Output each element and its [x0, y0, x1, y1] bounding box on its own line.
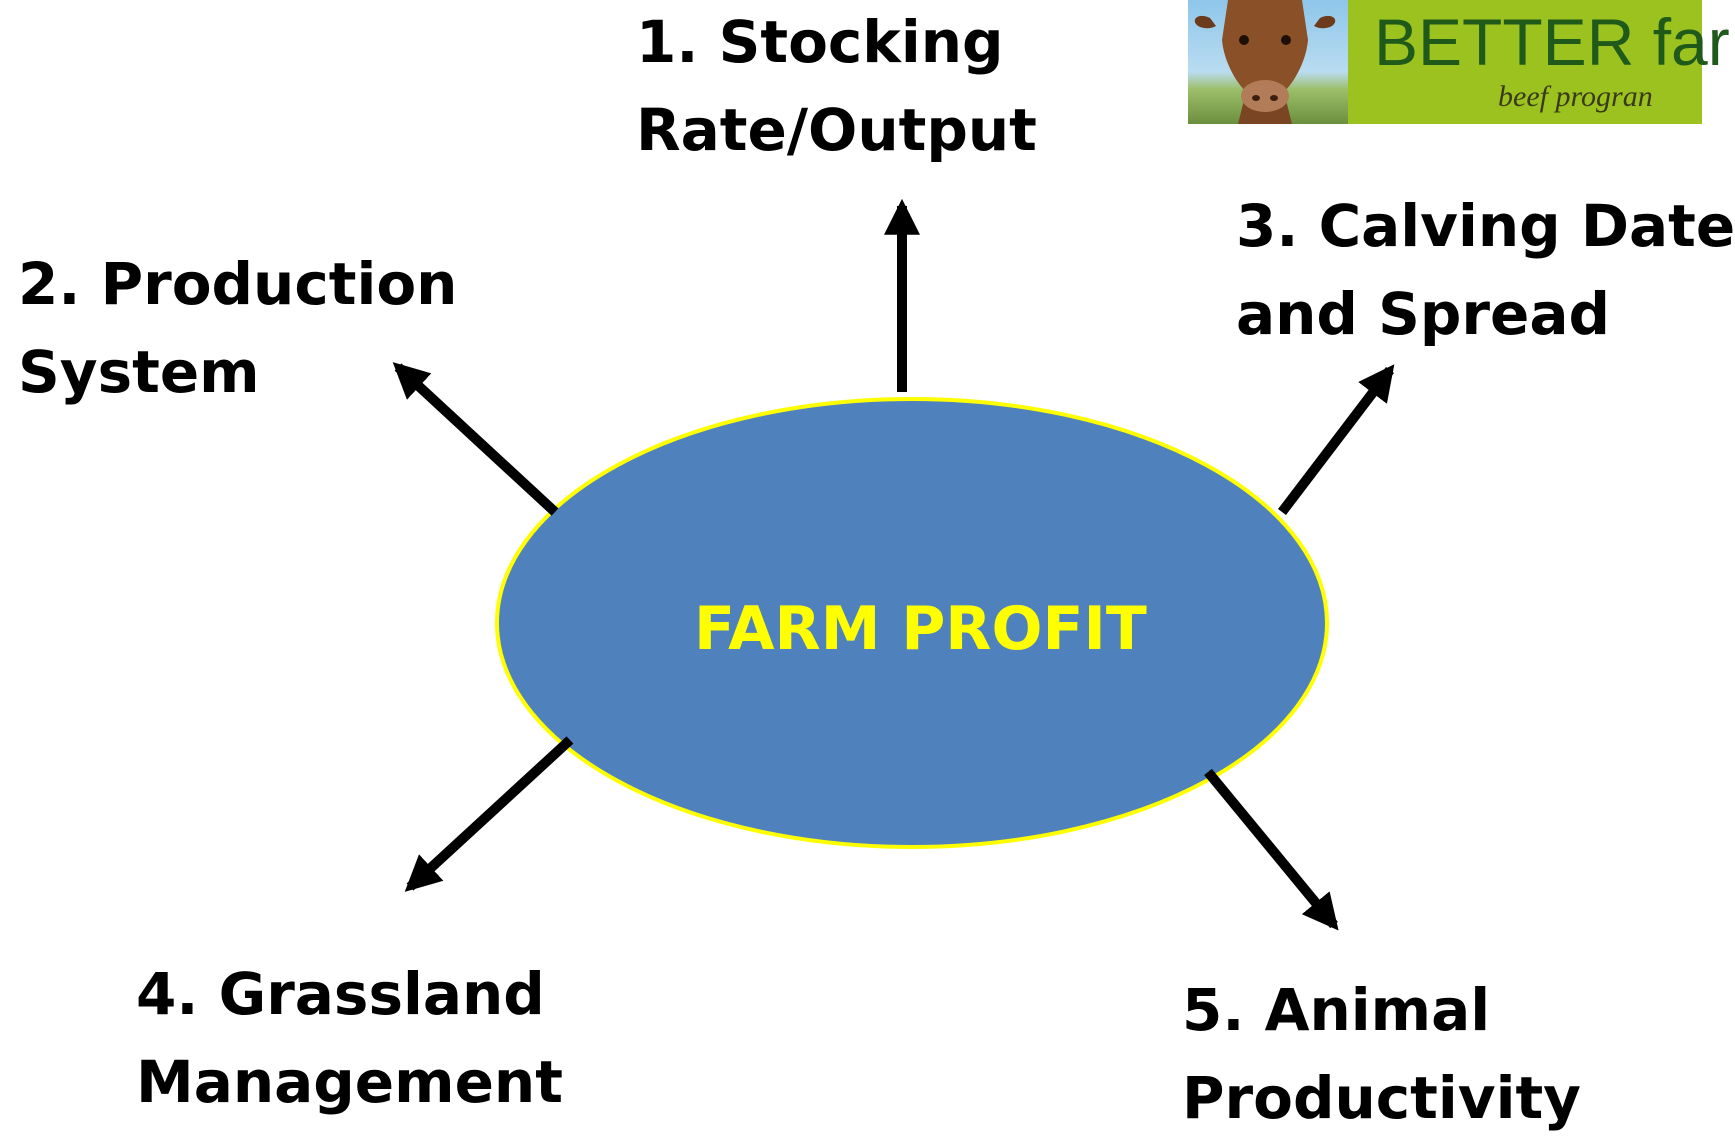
- arrow-production-system: [392, 362, 559, 516]
- arrow-animal-productivity: [1204, 768, 1339, 931]
- factor-stocking-rate: 1. Stocking Rate/Output: [636, 0, 1037, 174]
- factor-3-line-2: and Spread: [1236, 280, 1611, 348]
- factor-4-line-1: 4. Grassland: [136, 960, 545, 1028]
- factor-1-line-1: 1. Stocking: [636, 8, 1004, 76]
- farm-profit-label: FARM PROFIT: [694, 594, 1147, 664]
- cow-photo-icon: [1188, 0, 1348, 124]
- logo-wordmark: BETTER far: [1374, 5, 1730, 79]
- factor-calving-date: 3. Calving Date and Spread: [1236, 182, 1735, 358]
- factor-2-line-2: System: [18, 338, 260, 406]
- factor-5-line-2: Productivity: [1182, 1064, 1581, 1132]
- factor-5-line-1: 5. Animal: [1182, 976, 1491, 1044]
- factor-2-line-1: 2. Production: [18, 250, 458, 318]
- factor-3-line-1: 3. Calving Date: [1236, 192, 1735, 260]
- factor-4-line-2: Management: [136, 1048, 563, 1116]
- arrow-calving-date: [1278, 364, 1395, 516]
- factor-1-line-2: Rate/Output: [636, 96, 1037, 164]
- better-farm-logo: BETTER far beef progran: [1188, 0, 1730, 124]
- logo-subtitle: beef progran: [1498, 80, 1653, 113]
- factor-grassland-management: 4. Grassland Management: [136, 950, 563, 1126]
- arrow-grassland-management: [404, 736, 574, 892]
- factor-animal-productivity: 5. Animal Productivity: [1182, 966, 1581, 1142]
- profit-diagram: [392, 198, 1395, 931]
- factor-production-system: 2. Production System: [18, 240, 457, 416]
- farm-profit-ellipse: [495, 397, 1329, 849]
- logo-green-panel: [1348, 0, 1702, 124]
